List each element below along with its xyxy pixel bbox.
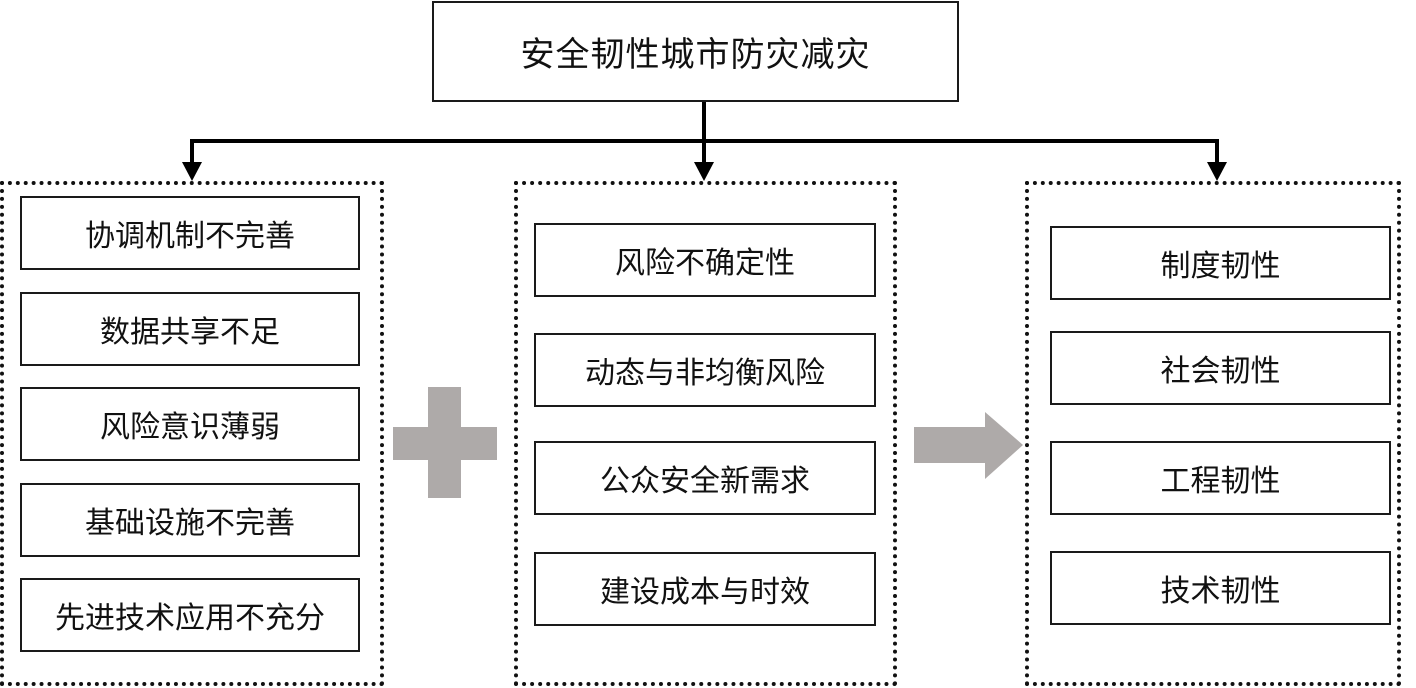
- challenges-group: [0, 181, 384, 686]
- root-label: 安全韧性城市防灾减灾: [520, 35, 871, 75]
- challenge-label: 风险意识薄弱: [100, 410, 280, 445]
- challenge-label: 先进技术应用不充分: [55, 601, 325, 636]
- driver-item: 动态与非均衡风险: [534, 333, 876, 407]
- resilience-item: 制度韧性: [1050, 226, 1391, 300]
- resilience-item: 工程韧性: [1050, 441, 1391, 515]
- left-arrowhead-icon: [182, 162, 202, 181]
- right-arrowhead-icon: [1207, 162, 1227, 181]
- driver-item: 建设成本与时效: [534, 552, 876, 626]
- challenge-item: 风险意识薄弱: [20, 387, 360, 461]
- driver-item: 公众安全新需求: [534, 441, 876, 515]
- driver-label: 建设成本与时效: [600, 575, 810, 610]
- challenge-item: 协调机制不完善: [20, 196, 360, 270]
- resilience-group: [1025, 181, 1401, 686]
- challenge-label: 数据共享不足: [100, 315, 280, 350]
- resilience-label: 制度韧性: [1160, 249, 1281, 284]
- resilience-label: 工程韧性: [1160, 464, 1281, 499]
- challenge-label: 基础设施不完善: [85, 506, 295, 541]
- driver-label: 公众安全新需求: [600, 464, 810, 499]
- driver-label: 动态与非均衡风险: [585, 356, 825, 391]
- resilience-label: 技术韧性: [1160, 574, 1281, 609]
- driver-item: 风险不确定性: [534, 223, 876, 297]
- root-node: 安全韧性城市防灾减灾: [432, 1, 959, 102]
- plus-icon: [393, 387, 497, 498]
- driver-label: 风险不确定性: [615, 246, 795, 281]
- mid-arrowhead-icon: [694, 162, 714, 181]
- resilience-item: 技术韧性: [1050, 551, 1391, 625]
- drivers-group: [514, 181, 897, 686]
- resilience-label: 社会韧性: [1160, 354, 1281, 389]
- challenge-item: 基础设施不完善: [20, 483, 360, 557]
- resilience-item: 社会韧性: [1050, 331, 1391, 405]
- arrow-right-icon: [914, 412, 1023, 479]
- challenge-label: 协调机制不完善: [85, 219, 295, 254]
- challenge-item: 先进技术应用不充分: [20, 578, 360, 652]
- challenge-item: 数据共享不足: [20, 292, 360, 366]
